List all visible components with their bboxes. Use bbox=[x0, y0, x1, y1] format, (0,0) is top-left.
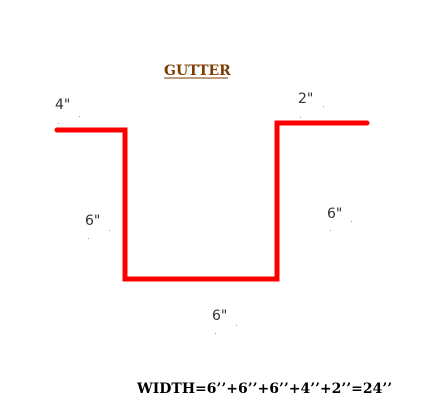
decorative-specks bbox=[58, 106, 352, 334]
dimension-left-top: 4" bbox=[55, 97, 70, 113]
dimension-left-side: 6" bbox=[85, 213, 100, 229]
dimension-bottom: 6" bbox=[212, 308, 227, 324]
diagram-title: GUTTER bbox=[164, 63, 231, 79]
width-formula: WIDTH=6’’+6’’+6’’+4’’+2’’=24’’ bbox=[136, 381, 392, 397]
dimension-right-top: 2" bbox=[298, 91, 313, 107]
gutter-profile bbox=[54, 120, 370, 282]
dimension-right-side: 6" bbox=[327, 206, 342, 222]
